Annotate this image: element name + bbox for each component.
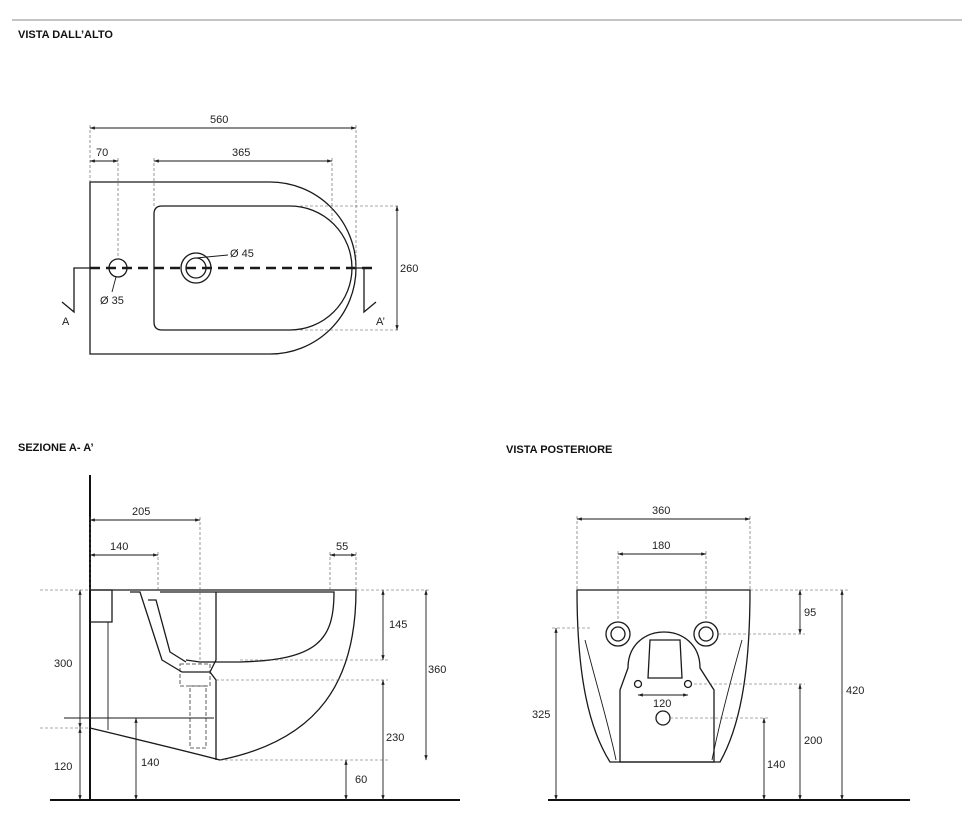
section-label-a: A [62, 316, 70, 328]
dim-300-label: 300 [54, 658, 72, 670]
bidet-outline-section [89, 589, 357, 761]
dim-140-top-label: 140 [110, 541, 128, 553]
dim-230-label: 230 [386, 732, 404, 744]
top-view: VISTA DALL’ALTO A A’ Ø 35 Ø 45 560 70 [18, 29, 418, 355]
dim-95-label: 95 [804, 607, 816, 619]
dim-depth-label: 260 [400, 263, 418, 275]
dim-rear-width-label: 360 [652, 505, 670, 517]
trap-hidden [179, 663, 211, 687]
dim-325-label: 325 [532, 709, 550, 721]
drain-hole-rear [655, 710, 671, 726]
dim-55-label: 55 [336, 541, 348, 553]
bolt-hole-left [605, 621, 631, 647]
bidet-outline-rear [576, 589, 751, 763]
rear-block [90, 589, 113, 623]
water-channel-outer [130, 591, 217, 673]
bolt-hole-right-inner [698, 626, 714, 642]
inlet-hole-left [633, 679, 643, 689]
drain-diameter-label: Ø 45 [230, 248, 254, 260]
dim-205-label: 205 [132, 506, 150, 518]
dim-420-label: 420 [846, 685, 864, 697]
rear-recess [619, 631, 715, 763]
bowl-inner-top [153, 205, 353, 331]
water-channel-inner [148, 599, 187, 663]
top-view-title: VISTA DALL’ALTO [18, 29, 113, 41]
dim-145-label: 145 [389, 619, 407, 631]
dim-60-label: 60 [355, 774, 367, 786]
section-marker-left [61, 267, 90, 314]
section-marker-right [350, 267, 377, 314]
section-label-a-prime: A’ [376, 316, 385, 328]
tap-diameter-label: Ø 35 [100, 295, 124, 307]
dim-width-label: 560 [210, 114, 228, 126]
drain-pipe-hidden [189, 685, 207, 749]
tap-hole [108, 258, 128, 278]
rear-view: VISTA POSTERIORE 360 180 [506, 444, 910, 801]
drain-leader [195, 254, 229, 259]
drain-outer [180, 252, 212, 284]
bolt-hole-left-inner [610, 626, 626, 642]
dim-360-label: 360 [428, 664, 446, 676]
dim-bowl-length-label: 365 [232, 147, 250, 159]
dim-140-bottom-label: 140 [141, 757, 159, 769]
section-view: SEZIONE A- A’ 205 140 55 [18, 442, 460, 801]
rear-side-curve-right [711, 639, 743, 761]
rear-view-title: VISTA POSTERIORE [506, 444, 612, 456]
dim-200-label: 200 [804, 735, 822, 747]
front-inner [209, 671, 217, 760]
rear-inlet-block [647, 639, 683, 679]
bolt-hole-right [693, 621, 719, 647]
inlet-hole-right [683, 679, 693, 689]
dim-inlet-spacing-label: 120 [653, 698, 671, 710]
bowl-inner-section [160, 591, 335, 663]
dim-tap-offset-label: 70 [96, 147, 108, 159]
section-view-title: SEZIONE A- A’ [18, 442, 94, 454]
dim-rear-140-label: 140 [767, 759, 785, 771]
tap-leader [111, 276, 117, 293]
rear-side-curve-left [584, 639, 617, 761]
dim-bolt-spacing-label: 180 [652, 540, 670, 552]
dim-120-label: 120 [54, 761, 72, 773]
bidet-outline-top [89, 181, 357, 355]
